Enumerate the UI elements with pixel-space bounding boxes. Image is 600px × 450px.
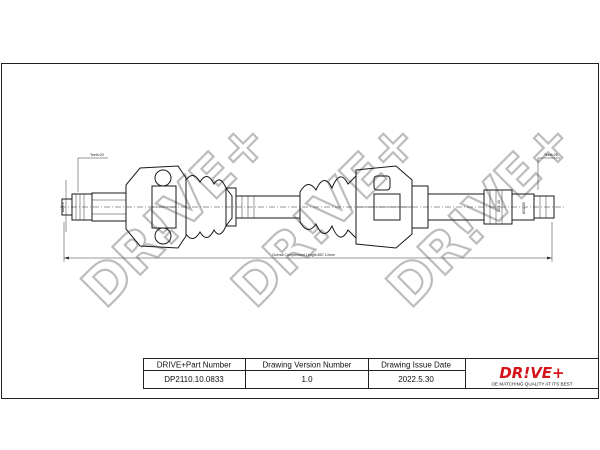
issue-date-value: 2022.5.30 [398, 375, 434, 384]
right-thread [533, 195, 555, 219]
version-value: 1.0 [301, 375, 313, 384]
drawing-border [1, 63, 599, 399]
dimensions: Teeth:20 Teeth:26 Ø29.1 Ø31.40 Ø38.85 Ov… [61, 153, 560, 262]
header-issue-date: Drawing Issue Date [381, 361, 451, 370]
drive-shaft [60, 165, 565, 249]
inner-cv-housing [355, 165, 413, 249]
brand-tagline: OE MATCHING QUALITY AT ITS BEST [491, 382, 572, 387]
part-number-value: DP2110.10.0833 [164, 375, 224, 384]
diameter-rod-label: Ø38.85 [522, 202, 526, 214]
header-drawing-version: Drawing Version Number [263, 361, 352, 370]
teeth-left-label: Teeth:20 [90, 153, 104, 157]
outer-boot [185, 175, 233, 239]
teeth-right-label: Teeth:26 [544, 153, 558, 157]
diameter-right-label: Ø31.40 [497, 200, 501, 212]
header-part-number: DRIVE+Part Number [157, 361, 232, 370]
brand-logo: DR!VE+ [499, 364, 564, 382]
overall-length-label: Overall Compressed Length:857.14mm [272, 253, 335, 257]
watermark-group: DR!VE+ DR!VE+ DR!VE+ [69, 107, 587, 320]
diameter-left-label: Ø29.1 [61, 202, 65, 212]
outer-cv-joint [125, 165, 187, 249]
title-block: DRIVE+Part Number Drawing Version Number… [143, 358, 599, 389]
